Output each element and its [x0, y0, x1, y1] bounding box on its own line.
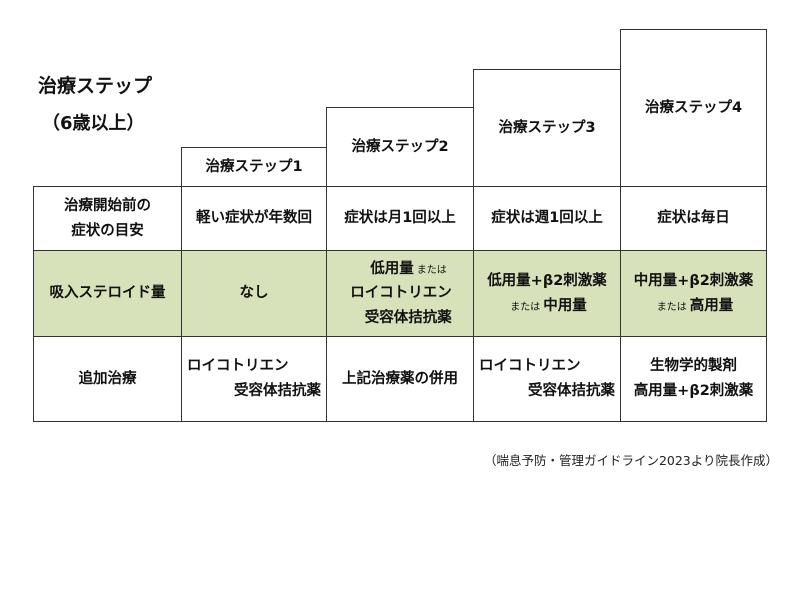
row-label-symptoms: 治療開始前の 症状の目安 — [33, 186, 182, 251]
additional-step-4-line2: 高用量+β2刺激薬 — [633, 383, 754, 399]
additional-step-4-line1: 生物学的製剤 — [650, 358, 737, 375]
additional-step-1-line1: ロイコトリエン — [187, 358, 289, 375]
chart-title: 治療ステップ （6歳以上） — [38, 70, 178, 140]
additional-step-2: 上記治療薬の併用 — [326, 336, 474, 422]
steroid-step-1-text: なし — [239, 285, 269, 302]
steroid-step-3: 低用量+β2刺激薬 または中用量 — [473, 250, 621, 337]
additional-step-3-line2: 受容体拮抗薬 — [528, 383, 615, 399]
steroid-step-2-or: または — [416, 264, 447, 276]
steroid-step-2-line2: ロイコトリエン — [350, 285, 452, 302]
additional-step-1-line2: 受容体拮抗薬 — [234, 383, 321, 399]
source-note: （喘息予防・管理ガイドライン2023より院長作成） — [483, 453, 778, 468]
steroid-step-1: なし — [181, 250, 327, 337]
symptoms-step-3-text: 症状は週1回以上 — [491, 210, 603, 227]
row-label-additional: 追加治療 — [33, 336, 182, 422]
steroid-step-4-line2: 高用量 — [689, 297, 734, 314]
steroid-step-4: 中用量+β2刺激薬 または高用量 — [620, 250, 767, 337]
symptoms-step-2: 症状は月1回以上 — [326, 186, 474, 251]
steroid-step-3-line1: 低用量+β2刺激薬 — [487, 272, 607, 289]
symptoms-step-3: 症状は週1回以上 — [473, 186, 621, 251]
steroid-step-2-line1: 低用量 — [370, 260, 414, 277]
symptoms-step-1-text: 軽い症状が年数回 — [196, 210, 312, 227]
steroid-step-3-or: または — [510, 301, 541, 313]
symptoms-label-line1: 治療開始前の — [64, 197, 151, 214]
step-header-4: 治療ステップ4 — [620, 29, 767, 187]
symptoms-step-4: 症状は毎日 — [620, 186, 767, 251]
title-main: 治療ステップ — [38, 75, 153, 97]
additional-step-4: 生物学的製剤 高用量+β2刺激薬 — [620, 336, 767, 422]
steroid-label-text: 吸入ステロイド量 — [49, 285, 166, 302]
step-header-3: 治療ステップ3 — [473, 69, 621, 187]
additional-step-3: ロイコトリエン 受容体拮抗薬 — [473, 336, 621, 422]
additional-label-text: 追加治療 — [78, 370, 137, 387]
symptoms-step-2-text: 症状は月1回以上 — [344, 210, 456, 227]
row-label-steroid: 吸入ステロイド量 — [33, 250, 182, 337]
step-2-label: 治療ステップ2 — [351, 138, 449, 155]
symptoms-step-4-text: 症状は毎日 — [657, 210, 730, 227]
steroid-step-4-or: または — [656, 301, 687, 313]
additional-step-3-line1: ロイコトリエン — [479, 358, 581, 375]
additional-step-2-text: 上記治療薬の併用 — [342, 370, 458, 387]
symptoms-step-1: 軽い症状が年数回 — [181, 186, 327, 251]
additional-step-1: ロイコトリエン 受容体拮抗薬 — [181, 336, 327, 422]
steroid-step-3-line2: 中用量 — [543, 297, 587, 314]
step-4-label: 治療ステップ4 — [644, 99, 743, 116]
step-3-label: 治療ステップ3 — [498, 119, 596, 136]
steroid-step-2: 低用量または ロイコトリエン 受容体拮抗薬 — [326, 250, 474, 337]
step-header-2: 治療ステップ2 — [326, 107, 474, 187]
steroid-step-2-line3: 受容体拮抗薬 — [364, 309, 452, 326]
step-header-1: 治療ステップ1 — [181, 147, 327, 187]
step-1-label: 治療ステップ1 — [205, 158, 303, 175]
symptoms-label-line2: 症状の目安 — [71, 222, 144, 239]
steroid-step-4-line1: 中用量+β2刺激薬 — [633, 272, 754, 289]
title-age: （6歳以上） — [42, 113, 145, 134]
